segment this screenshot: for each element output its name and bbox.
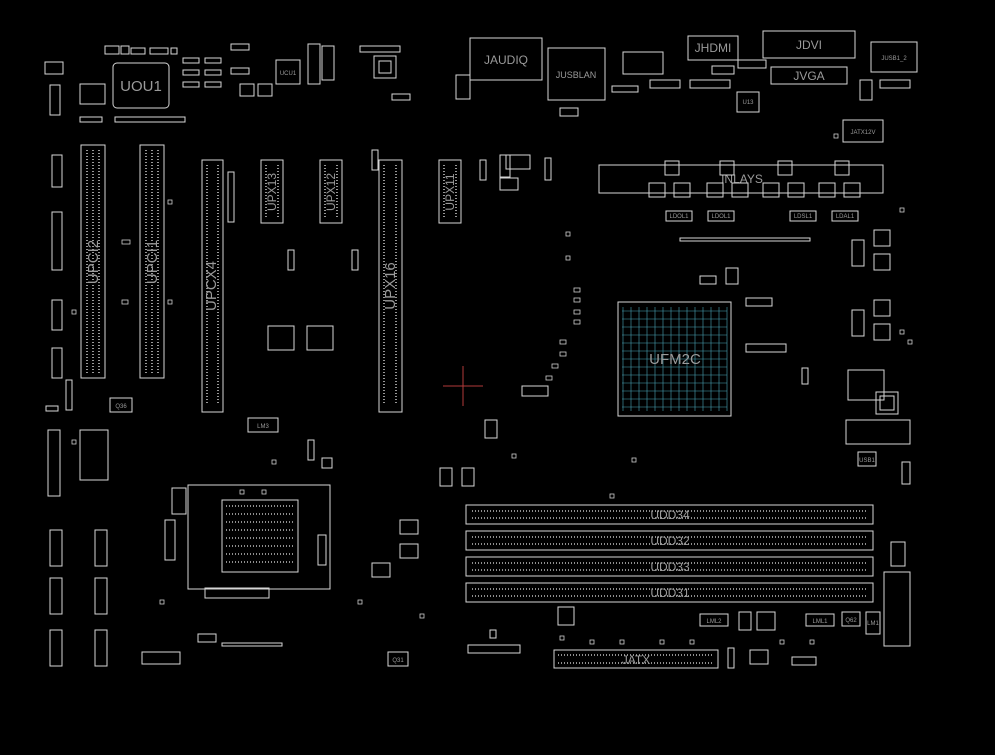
chip-q31[interactable]: Q31: [387, 651, 409, 667]
connector-jatx12v-label: JATX12V: [851, 130, 876, 136]
slot-upci2[interactable]: UPCI2: [80, 144, 106, 379]
dimm-udd34-label: UDD34: [650, 508, 690, 522]
connector-jatx12v[interactable]: JATX12V: [842, 119, 884, 143]
lm3-label: LM3: [257, 424, 269, 430]
chip-uou1-label: UOU1: [120, 78, 162, 95]
connector-jdvi[interactable]: JDVI: [762, 30, 856, 59]
dimm-udd33-label: UDD33: [650, 560, 690, 574]
connector-jaudio-label: JAUDIQ: [484, 53, 528, 67]
slot-upci2-label: UPCI2: [85, 240, 102, 284]
slot-upci1-label: UPCI1: [144, 240, 161, 284]
slot-upx13-label: UPX13: [265, 173, 279, 211]
connector-jusb-label: JUSB1_2: [881, 56, 907, 62]
vrm-inlays-label: INLAYS: [721, 172, 763, 186]
connector-jaudio[interactable]: JAUDIQ: [469, 37, 543, 81]
slot-upx13[interactable]: UPX13: [260, 159, 284, 224]
connector-jatx-label: JATX: [622, 653, 650, 667]
connector-jusblan[interactable]: JUSBLAN: [547, 47, 606, 101]
connector-jusblan-label: JUSBLAN: [556, 70, 597, 80]
probe-crosshair: [443, 366, 483, 406]
chip-u13-label: U13: [742, 100, 754, 106]
connector-jhdmi[interactable]: JHDMI: [687, 35, 739, 61]
slot-upx12[interactable]: UPX12: [319, 159, 343, 224]
inductor-2-label: LDOL1: [711, 214, 731, 220]
lml2-label: LML2: [706, 619, 722, 625]
connector-jvga-label: JVGA: [793, 69, 824, 83]
slot-upx11[interactable]: UPX11: [438, 159, 462, 224]
slot-upcx4-label: UPCX4: [203, 261, 220, 311]
chip-q31-label: Q31: [392, 658, 404, 664]
slot-upx16[interactable]: UPX16: [378, 159, 403, 413]
dimm-udd31[interactable]: UDD31: [465, 582, 874, 603]
dimm-udd31-label: UDD31: [650, 586, 690, 600]
connector-jatx[interactable]: JATX: [553, 649, 719, 669]
chip-ucu1-label: UCU1: [280, 71, 297, 77]
slot-upcx4[interactable]: UPCX4: [201, 159, 224, 413]
dimm-udd33[interactable]: UDD33: [465, 556, 874, 577]
chip-usb1-label: USB1: [859, 458, 875, 464]
chip-usb1[interactable]: USB1: [857, 451, 877, 467]
small-components: [71, 133, 913, 645]
cpu-socket-ufm2c[interactable]: UFM2C: [617, 301, 732, 417]
vrm-inlays[interactable]: INLAYS: [598, 164, 884, 194]
dimm-udd32[interactable]: UDD32: [465, 530, 874, 551]
slot-upx12-label: UPX12: [324, 173, 338, 211]
lml1-label: LML1: [812, 619, 828, 625]
slot-upci1[interactable]: UPCI1: [139, 144, 165, 379]
inductor-3-label: LDSL1: [794, 214, 813, 220]
dimm-udd34[interactable]: UDD34: [465, 504, 874, 525]
connector-jvga[interactable]: JVGA: [770, 66, 848, 85]
inductor-4-label: LDAL1: [836, 214, 855, 220]
slot-upx16-label: UPX16: [382, 262, 399, 310]
dimm-udd32-label: UDD32: [650, 534, 690, 548]
slot-upx11-label: UPX11: [443, 173, 457, 210]
chip-u13[interactable]: U13: [736, 91, 760, 113]
inductor-1-label: LDOL1: [669, 214, 689, 220]
q62-label: Q62: [845, 618, 857, 624]
chip-chipset[interactable]: [187, 484, 331, 590]
chip-ucu1[interactable]: UCU1: [275, 59, 301, 85]
connector-jhdmi-label: JHDMI: [695, 41, 732, 55]
connector-jusb[interactable]: JUSB1_2: [870, 41, 918, 73]
q36-label: Q36: [115, 404, 127, 410]
cpu-socket-label: UFM2C: [649, 351, 701, 368]
connector-jdvi-label: JDVI: [796, 38, 822, 52]
lm1-label: LM1: [867, 621, 879, 627]
chip-uou1[interactable]: UOU1: [112, 62, 170, 109]
